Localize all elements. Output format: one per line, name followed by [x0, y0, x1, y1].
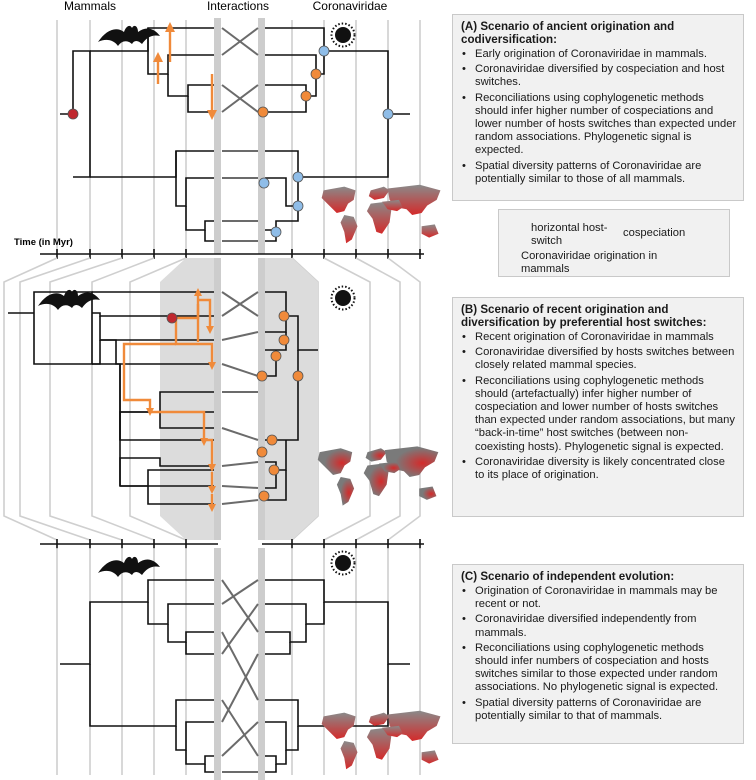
- panel-a-interaction-band-left: [214, 18, 221, 254]
- list-item: Recent origination of Coronaviridae in m…: [462, 331, 737, 344]
- panel-b-interaction-links: [221, 291, 259, 505]
- panel-b-diagram: [3, 257, 439, 541]
- bat-silhouette-icon: [38, 289, 100, 310]
- panel-a-description: (A) Scenario of ancient origination and …: [452, 14, 744, 201]
- cospeciation-node: [382, 108, 394, 120]
- panel-b-shaded-region-right: [265, 258, 318, 540]
- panel-a-interaction-links: [221, 27, 259, 242]
- panel-a-time-gridlines: [56, 20, 421, 252]
- panel-b-interaction-band-right: [258, 258, 265, 540]
- origin-node: [67, 108, 79, 120]
- time-axis: [40, 249, 424, 259]
- host-switch-node: [270, 350, 282, 362]
- host-switch-node: [300, 90, 312, 102]
- host-switch-node: [292, 370, 304, 382]
- panel-b-interaction-band-left: [214, 258, 221, 540]
- coronaviridae-header: Coronaviridae: [313, 0, 388, 13]
- world-map-icon: [321, 184, 441, 244]
- panel-b-title: (B) Scenario of recent origination and d…: [461, 303, 707, 329]
- panel-a-bullets: Early origination of Coronaviridae in ma…: [461, 48, 737, 186]
- list-item: Reconciliations using cophylogenetic met…: [462, 92, 737, 158]
- list-item: Coronaviridae diversified by cospeciatio…: [462, 63, 737, 89]
- panel-c-diagram: [56, 548, 441, 780]
- list-item: Early origination of Coronaviridae in ma…: [462, 48, 737, 61]
- host-switch-node: [278, 334, 290, 346]
- cospeciation-node: [270, 226, 282, 238]
- bat-silhouette-icon: [98, 556, 160, 577]
- time-axis-label: Time (in Myr): [14, 237, 73, 248]
- panel-b-mammal-tree-detail: [100, 339, 214, 505]
- mammals-header: Mammals: [64, 0, 116, 13]
- panel-c-time-axis: [40, 539, 424, 549]
- list-item: Coronaviridae diversified by hosts switc…: [462, 346, 737, 372]
- list-item: Coronaviridae diversity is likely concen…: [462, 456, 737, 482]
- list-item: Origination of Coronaviridae in mammals …: [462, 585, 737, 611]
- panel-a-title: (A) Scenario of ancient origination and …: [461, 20, 675, 46]
- virus-particle-icon: [330, 285, 356, 311]
- host-switch-node: [258, 490, 270, 502]
- cospeciation-node: [258, 177, 270, 189]
- host-switch-node: [278, 310, 290, 322]
- panel-c-mammal-tree: [60, 579, 214, 773]
- legend-cospeciation-label: cospeciation: [623, 227, 686, 239]
- cospeciation-node: [318, 45, 330, 57]
- list-item: Coronaviridae diversified independently …: [462, 613, 737, 639]
- cospeciation-node: [292, 200, 304, 212]
- legend-origin-label: Coronaviridae origination in mammals: [521, 250, 658, 275]
- host-switch-node: [310, 68, 322, 80]
- virus-particle-icon: [330, 550, 356, 576]
- virus-particle-icon: [330, 22, 356, 48]
- host-switch-node: [266, 434, 278, 446]
- panel-b-events: [166, 310, 304, 502]
- panel-a-host-switch-arrows: [153, 22, 217, 120]
- bat-silhouette-icon: [98, 25, 160, 46]
- cospeciation-node: [292, 171, 304, 183]
- legend-host-switch-label: horizontal host-switch: [531, 222, 608, 247]
- host-switch-node: [256, 370, 268, 382]
- list-item: Reconciliations using cophylogenetic met…: [462, 375, 737, 454]
- host-switch-node: [268, 464, 280, 476]
- interactions-header: Interactions: [207, 0, 269, 13]
- legend: horizontal host-switch cospeciation Coro…: [498, 209, 730, 277]
- panel-c-interaction-band-right: [258, 548, 265, 780]
- panel-a-mammal-tree: [60, 27, 214, 242]
- panel-c-interaction-links: [221, 579, 259, 773]
- panel-c-bullets: Origination of Coronaviridae in mammals …: [461, 585, 737, 723]
- list-item: Spatial diversity patterns of Coronaviri…: [462, 160, 737, 186]
- panel-c-title: (C) Scenario of independent evolution:: [461, 570, 675, 583]
- panel-a-interaction-band-right: [258, 18, 265, 254]
- panel-c-interaction-band-left: [214, 548, 221, 780]
- panel-a-events: [67, 45, 394, 238]
- panel-b-host-switch-arrows: [122, 288, 216, 512]
- panel-c-description: (C) Scenario of independent evolution: O…: [452, 564, 744, 744]
- panel-c-virus-tree: [265, 579, 410, 773]
- host-switch-node: [256, 446, 268, 458]
- list-item: Spatial diversity patterns of Coronaviri…: [462, 697, 737, 723]
- origin-node: [166, 312, 178, 324]
- panel-b-bullets: Recent origination of Coronaviridae in m…: [461, 331, 737, 482]
- list-item: Reconciliations using cophylogenetic met…: [462, 642, 737, 695]
- panel-b-description: (B) Scenario of recent origination and d…: [452, 297, 744, 517]
- host-switch-node: [257, 106, 269, 118]
- panel-a-diagram: [56, 18, 441, 254]
- world-map-icon: [321, 710, 441, 770]
